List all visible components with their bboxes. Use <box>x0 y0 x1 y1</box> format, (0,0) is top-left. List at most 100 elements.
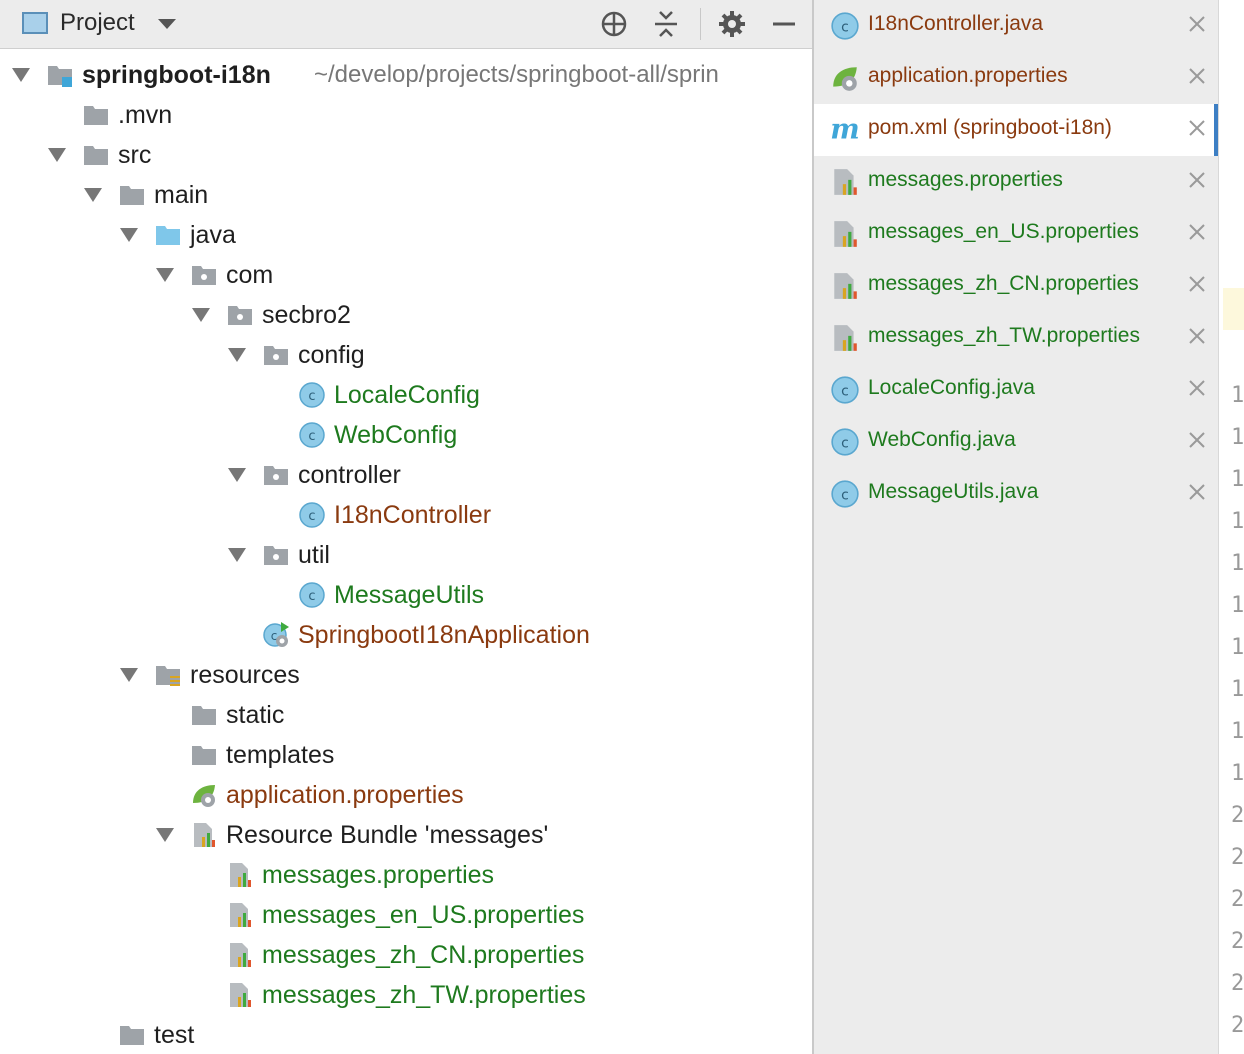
tree-node[interactable]: application.properties <box>0 775 812 815</box>
project-view-icon <box>22 12 48 34</box>
close-icon[interactable] <box>1186 117 1208 139</box>
package-icon <box>190 261 218 289</box>
expand-arrow-icon[interactable] <box>120 228 138 242</box>
line-number: 2 <box>1231 971 1244 996</box>
svg-text:c: c <box>308 509 315 524</box>
package-icon <box>262 541 290 569</box>
tree-node[interactable]: main <box>0 175 812 215</box>
java-class-icon: c <box>830 427 860 457</box>
recent-file-item[interactable]: c I18nController.java <box>814 0 1218 52</box>
expand-arrow-icon[interactable] <box>48 148 66 162</box>
recent-file-item[interactable]: messages.properties <box>814 156 1218 208</box>
project-view-selector[interactable]: Project <box>60 9 135 36</box>
recent-file-item[interactable]: messages_en_US.properties <box>814 208 1218 260</box>
svg-text:m: m <box>830 115 859 145</box>
tree-node[interactable]: springboot-i18n~/develop/projects/spring… <box>0 55 812 95</box>
expand-arrow-icon[interactable] <box>120 668 138 682</box>
tree-node-label: config <box>298 341 365 369</box>
svg-text:c: c <box>308 429 315 444</box>
tree-node[interactable]: messages.properties <box>0 855 812 895</box>
tree-node[interactable]: controller <box>0 455 812 495</box>
maven-icon: m <box>830 113 860 146</box>
line-number: 1 <box>1231 467 1244 492</box>
tree-node-label: application.properties <box>226 781 464 809</box>
expand-arrow-icon[interactable] <box>192 308 210 322</box>
tree-node-label: main <box>154 181 209 209</box>
line-number: 2 <box>1231 803 1244 828</box>
collapse-all-icon[interactable] <box>648 6 684 42</box>
folder-icon <box>118 181 146 209</box>
close-icon[interactable] <box>1186 429 1208 451</box>
tree-node[interactable]: messages_en_US.properties <box>0 895 812 935</box>
tree-node-label: messages.properties <box>262 861 495 889</box>
minimize-icon[interactable] <box>766 6 802 42</box>
expand-arrow-icon[interactable] <box>12 68 30 82</box>
close-icon[interactable] <box>1186 13 1208 35</box>
tree-node-label: messages_zh_TW.properties <box>262 981 586 1009</box>
tree-node[interactable]: util <box>0 535 812 575</box>
tree-node-label: messages_zh_CN.properties <box>262 941 585 969</box>
java-class-icon: c <box>298 381 326 409</box>
tree-node[interactable]: Resource Bundle 'messages' <box>0 815 812 855</box>
close-icon[interactable] <box>1186 273 1208 295</box>
highlighted-line <box>1223 288 1244 330</box>
tree-node[interactable]: config <box>0 335 812 375</box>
tree-node[interactable]: messages_zh_TW.properties <box>0 975 812 1015</box>
chevron-down-icon[interactable] <box>158 19 176 29</box>
expand-arrow-icon[interactable] <box>228 348 246 362</box>
expand-arrow-icon[interactable] <box>228 548 246 562</box>
close-icon[interactable] <box>1186 169 1208 191</box>
tree-node-label: test <box>154 1021 195 1049</box>
svg-text:c: c <box>841 19 849 35</box>
line-number: 1 <box>1231 509 1244 534</box>
tree-node[interactable]: com <box>0 255 812 295</box>
expand-arrow-icon[interactable] <box>84 188 102 202</box>
recent-file-label: I18nController.java <box>868 12 1044 35</box>
java-class-icon: c <box>830 479 860 509</box>
tree-node-label: secbro2 <box>262 301 351 329</box>
tree-node[interactable]: secbro2 <box>0 295 812 335</box>
tree-node-label: messages_en_US.properties <box>262 901 585 929</box>
close-icon[interactable] <box>1186 325 1208 347</box>
close-icon[interactable] <box>1186 65 1208 87</box>
recent-file-label: messages_en_US.properties <box>868 220 1139 243</box>
svg-text:c: c <box>308 589 315 604</box>
expand-arrow-icon[interactable] <box>156 828 174 842</box>
locate-icon[interactable] <box>596 6 632 42</box>
tree-node[interactable]: c WebConfig <box>0 415 812 455</box>
line-number: 1 <box>1231 425 1244 450</box>
line-number: 2 <box>1231 887 1244 912</box>
svg-text:c: c <box>841 487 849 503</box>
recent-file-item[interactable]: application.properties <box>814 52 1218 104</box>
expand-arrow-icon[interactable] <box>228 468 246 482</box>
tree-node-label: WebConfig <box>334 421 458 449</box>
recent-file-label: LocaleConfig.java <box>868 376 1035 399</box>
tree-node[interactable]: templates <box>0 735 812 775</box>
recent-file-item[interactable]: messages_zh_CN.properties <box>814 260 1218 312</box>
java-class-icon: c <box>830 11 860 41</box>
module-path: ~/develop/projects/springboot-all/sprin <box>314 61 719 88</box>
close-icon[interactable] <box>1186 377 1208 399</box>
tree-node-label: Resource Bundle 'messages' <box>226 821 549 849</box>
tree-node[interactable]: java <box>0 215 812 255</box>
close-icon[interactable] <box>1186 221 1208 243</box>
gear-icon[interactable] <box>714 6 750 42</box>
tree-node[interactable]: messages_zh_CN.properties <box>0 935 812 975</box>
tree-node[interactable]: resources <box>0 655 812 695</box>
recent-file-item[interactable]: messages_zh_TW.properties <box>814 312 1218 364</box>
tree-node[interactable]: static <box>0 695 812 735</box>
tree-node[interactable]: .mvn <box>0 95 812 135</box>
close-icon[interactable] <box>1186 481 1208 503</box>
tree-node[interactable]: test <box>0 1015 812 1054</box>
line-number: 1 <box>1231 383 1244 408</box>
expand-arrow-icon[interactable] <box>156 268 174 282</box>
tree-node[interactable]: src <box>0 135 812 175</box>
